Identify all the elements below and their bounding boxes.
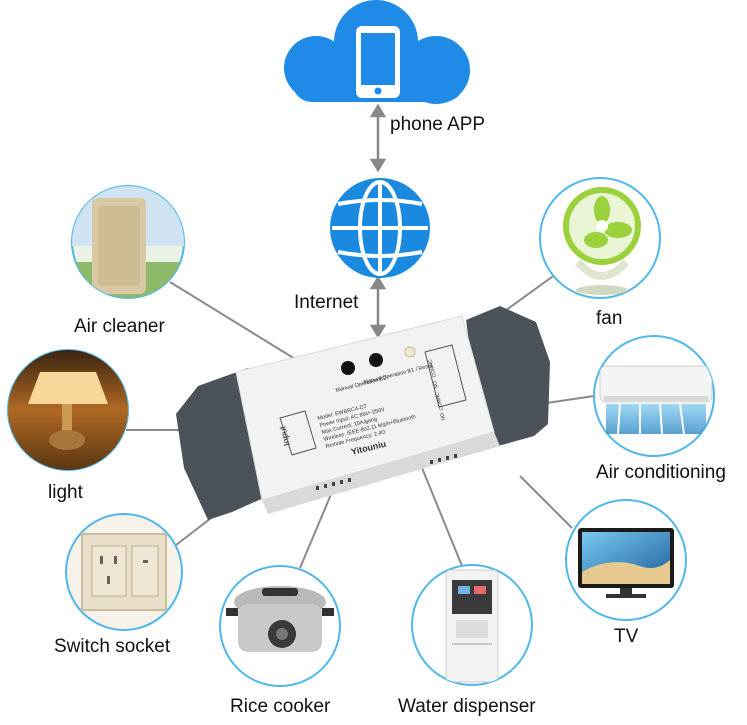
globe-icon (330, 178, 430, 278)
light-label: light (48, 482, 83, 503)
fan-image (539, 177, 661, 299)
phone-icon (356, 26, 400, 98)
connector-water-dispenser (417, 457, 463, 567)
switch-socket-label: Switch socket (54, 636, 171, 657)
terminal-label: NO (439, 412, 447, 421)
connector-fan (497, 273, 557, 317)
fan-label: fan (596, 308, 623, 329)
terminal-label: NC (434, 391, 442, 400)
rice-cooker-label: Rice cooker (230, 696, 331, 717)
double-arrow-icon (369, 103, 387, 173)
input-label: Input (277, 425, 292, 447)
air-cleaner-image (71, 185, 185, 299)
water-dispenser-label: Water dispenser (398, 696, 536, 717)
relay-device (176, 306, 550, 520)
manual-button-b1 (369, 353, 383, 367)
connector-air-cleaner (169, 281, 301, 363)
switch-socket-image (65, 513, 183, 631)
phone-app-label: phone APP (390, 114, 486, 135)
air-conditioning-image (593, 335, 715, 457)
terminal-label: COM (429, 365, 438, 378)
terminal-label: COM (436, 398, 445, 411)
connector-tv (519, 475, 573, 529)
cloud-icon (284, 0, 470, 104)
terminal-label: NO (432, 380, 440, 389)
connector-rice-cooker (299, 491, 333, 569)
light-image (7, 349, 129, 471)
rice-cooker-image (219, 565, 341, 687)
air-conditioning-label: Air conditioning (596, 462, 726, 483)
connector-air-conditioning (539, 395, 595, 405)
double-arrow-icon (369, 275, 387, 339)
tv-label: TV (614, 626, 639, 647)
internet-label: Internet (294, 292, 359, 313)
air-cleaner-label: Air cleaner (74, 316, 165, 337)
terminal-label: NC (427, 358, 435, 367)
status-led (404, 346, 416, 358)
tv-image (565, 499, 687, 621)
water-dispenser-image (411, 564, 533, 686)
manual-button-b2 (341, 361, 355, 375)
